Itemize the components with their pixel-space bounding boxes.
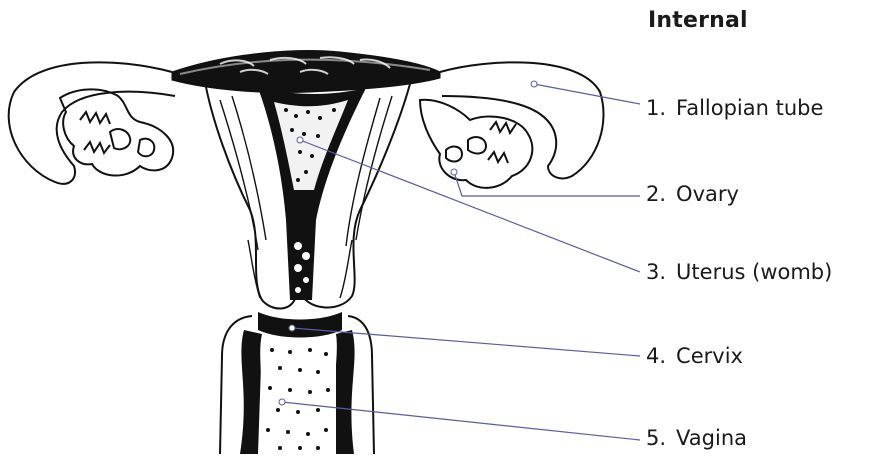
label-number: 4. xyxy=(646,344,666,368)
cervix xyxy=(258,312,342,338)
leader-line-ovary xyxy=(454,172,640,196)
pointer-dot-ovary xyxy=(451,169,457,175)
label-text: Uterus (womb) xyxy=(676,260,832,284)
pointer-dot-uterus xyxy=(297,137,303,143)
diagram-heading: Internal xyxy=(648,8,748,33)
pointer-dot-cervix xyxy=(289,325,295,331)
label-uterus: 3. Uterus (womb) xyxy=(646,260,832,284)
label-vagina: 5. Vagina xyxy=(646,426,747,450)
label-text: Fallopian tube xyxy=(676,96,823,120)
right-ovary xyxy=(420,100,532,188)
label-text: Ovary xyxy=(676,182,739,206)
label-ovary: 2. Ovary xyxy=(646,182,739,206)
right-fallopian-tube xyxy=(440,62,604,178)
label-cervix: 4. Cervix xyxy=(646,344,743,368)
uterus-fundus xyxy=(172,51,440,93)
label-text: Cervix xyxy=(676,344,743,368)
label-fallopian-tube: 1. Fallopian tube xyxy=(646,96,823,120)
label-number: 1. xyxy=(646,96,666,120)
pointer-dot-fallopian-tube xyxy=(531,81,537,87)
pointer-dot-vagina xyxy=(279,399,285,405)
leader-line-fallopian-tube xyxy=(534,84,640,104)
label-number: 3. xyxy=(646,260,666,284)
label-number: 5. xyxy=(646,426,666,450)
left-ovary xyxy=(60,89,173,175)
label-number: 2. xyxy=(646,182,666,206)
label-text: Vagina xyxy=(676,426,747,450)
